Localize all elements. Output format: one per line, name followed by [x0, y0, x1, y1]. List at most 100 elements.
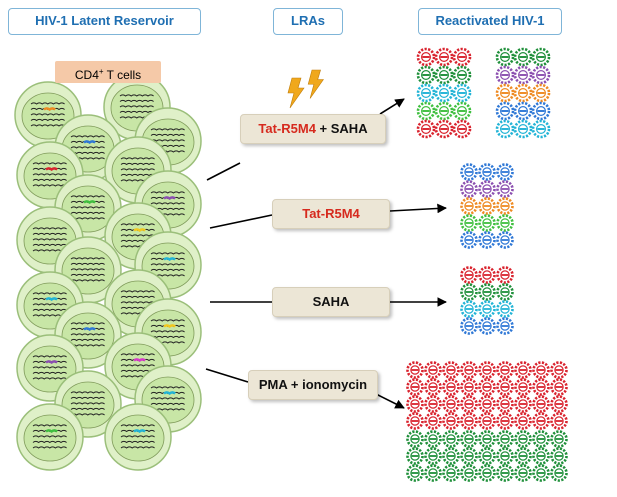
hiv-virion-icon — [513, 119, 533, 139]
hiv-virion-icon — [496, 283, 514, 301]
hiv-virion-icon — [496, 464, 514, 482]
hiv-virion-icon — [424, 447, 442, 465]
hiv-virion-icon — [478, 163, 496, 181]
arrow-line — [375, 393, 405, 409]
hiv-virion-icon — [496, 197, 514, 215]
hiv-virion-icon — [531, 101, 551, 121]
hiv-virion-icon — [460, 412, 478, 430]
hiv-virion-icon — [460, 378, 478, 396]
hiv-virion-icon — [532, 430, 550, 448]
hiv-virion-icon — [495, 65, 515, 85]
hiv-virion-icon — [478, 300, 496, 318]
hiv-virion-icon — [460, 447, 478, 465]
hiv-virion-icon — [460, 430, 478, 448]
hiv-virion-icon — [496, 412, 514, 430]
hiv-virion-icon — [460, 300, 478, 318]
hiv-virion-icon — [496, 447, 514, 465]
hiv-virion-icon — [495, 47, 515, 67]
hiv-virion-icon — [460, 231, 478, 249]
hiv-virion-icon — [460, 464, 478, 482]
arrow-line — [209, 214, 273, 229]
hiv-virion-icon — [424, 464, 442, 482]
hiv-virion-icon — [478, 378, 496, 396]
hiv-virion-icon — [478, 395, 496, 413]
hiv-virion-icon — [460, 214, 478, 232]
hiv-virion-icon — [478, 430, 496, 448]
hiv-virion-icon — [442, 395, 460, 413]
hiv-virion-icon — [531, 47, 551, 67]
hiv-virion-icon — [496, 163, 514, 181]
hiv-virion-icon — [531, 119, 551, 139]
hiv-virion-icon — [550, 378, 568, 396]
hiv-virion-icon — [514, 378, 532, 396]
treatment-pma-ionomycin: PMA + ionomycin — [248, 370, 378, 400]
hiv-virion-icon — [514, 412, 532, 430]
hiv-virion-icon — [495, 119, 515, 139]
hiv-virion-icon — [478, 197, 496, 215]
hiv-virion-icon — [434, 83, 454, 103]
hiv-virion-icon — [478, 283, 496, 301]
hiv-virion-icon — [514, 464, 532, 482]
cd4-t-cell-icon — [16, 403, 84, 471]
hiv-virion-icon — [496, 361, 514, 379]
cd4-t-cell-icon — [104, 403, 172, 471]
hiv-virion-icon — [460, 180, 478, 198]
hiv-virion-icon — [496, 300, 514, 318]
hiv-virion-icon — [478, 180, 496, 198]
hiv-virion-icon — [478, 464, 496, 482]
arrow-line — [389, 203, 447, 214]
hiv-virion-icon — [550, 395, 568, 413]
hiv-virion-icon — [424, 412, 442, 430]
lightning-bolt-icon — [287, 77, 305, 109]
hiv-virion-icon — [460, 395, 478, 413]
hiv-virion-icon — [416, 83, 436, 103]
hiv-virion-icon — [550, 464, 568, 482]
hiv-virion-icon — [513, 101, 533, 121]
hiv-virion-icon — [434, 47, 454, 67]
hiv-virion-icon — [496, 180, 514, 198]
hiv-virion-icon — [514, 361, 532, 379]
treatment-tat-saha: Tat-R5M4 + SAHA — [240, 114, 386, 144]
hiv-virion-icon — [532, 361, 550, 379]
hiv-virion-icon — [514, 395, 532, 413]
hiv-virion-icon — [434, 101, 454, 121]
hiv-virion-icon — [496, 317, 514, 335]
hiv-virion-icon — [452, 47, 472, 67]
header-latent-reservoir: HIV-1 Latent Reservoir — [8, 8, 201, 35]
hiv-virion-icon — [496, 395, 514, 413]
cd4-t-cell-icon — [54, 236, 122, 304]
hiv-virion-icon — [416, 47, 436, 67]
hiv-virion-icon — [478, 266, 496, 284]
lightning-bolt-icon — [307, 69, 324, 99]
hiv-virion-icon — [406, 447, 424, 465]
hiv-virion-icon — [460, 266, 478, 284]
hiv-virion-icon — [478, 231, 496, 249]
hiv-virion-icon — [495, 83, 515, 103]
hiv-virion-icon — [442, 430, 460, 448]
header-reactivated-hiv: Reactivated HIV-1 — [418, 8, 562, 35]
hiv-virion-icon — [478, 447, 496, 465]
hiv-virion-icon — [496, 214, 514, 232]
arrow-line — [206, 162, 241, 181]
hiv-virion-icon — [532, 395, 550, 413]
hiv-virion-icon — [442, 464, 460, 482]
hiv-virion-icon — [416, 101, 436, 121]
hiv-virion-icon — [532, 412, 550, 430]
hiv-virion-icon — [514, 430, 532, 448]
hiv-virion-icon — [424, 378, 442, 396]
hiv-virion-icon — [496, 378, 514, 396]
hiv-virion-icon — [406, 412, 424, 430]
hiv-virion-icon — [452, 119, 472, 139]
hiv-virion-icon — [478, 317, 496, 335]
arrow-line — [205, 368, 249, 383]
hiv-virion-icon — [550, 412, 568, 430]
hiv-virion-icon — [550, 430, 568, 448]
hiv-virion-icon — [496, 430, 514, 448]
hiv-virion-icon — [460, 197, 478, 215]
hiv-virion-icon — [531, 83, 551, 103]
hiv-virion-icon — [406, 430, 424, 448]
hiv-virion-icon — [424, 430, 442, 448]
hiv-virion-icon — [513, 65, 533, 85]
hiv-virion-icon — [495, 101, 515, 121]
